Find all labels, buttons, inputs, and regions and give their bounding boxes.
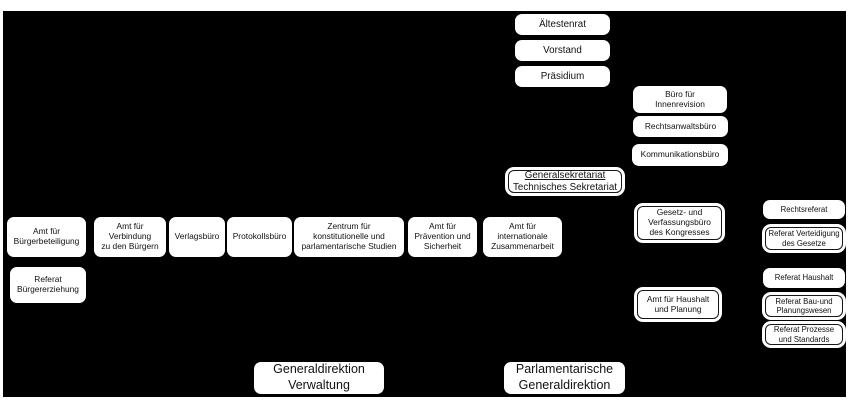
node-label-line: Referat Verteidigung (768, 229, 840, 239)
node-label-line: Kommunikationsbüro (640, 149, 720, 160)
node-label-line: Präsidium (540, 70, 585, 82)
node-label-line: Technisches Sekretariat (512, 181, 617, 193)
node-label-line: Vorstand (543, 44, 582, 56)
node-label-line: Planungswesen (776, 306, 832, 315)
node-label-line: Amt für Haushalt (646, 293, 710, 304)
node-label-line: Generaldirektion (273, 362, 365, 377)
node-verlagsbuero: Verlagsbüro (169, 217, 225, 257)
node-label-line: Zentrum für (327, 221, 371, 232)
node-label-line: Generalsekretariat (524, 170, 606, 181)
node-label-line: Innenrevision (655, 98, 705, 109)
node-vorstand: Vorstand (515, 40, 610, 61)
node-label-line: Gesetz- und (656, 207, 703, 218)
node-label-line: Verfassungsbüro (648, 217, 711, 228)
node-label-line: Referat Prozesse (773, 325, 835, 335)
node-label-line: Generaldirektion (518, 378, 611, 392)
node-rechtsreferat: Rechtsreferat (763, 200, 845, 219)
node-label-line: Rechtsanwaltsbüro (644, 120, 717, 131)
node-label-line: Amt für (116, 221, 144, 232)
node-kommunikationsbuero: Kommunikationsbüro (632, 144, 728, 166)
node-label-line: Referat Haushalt (774, 273, 834, 283)
node-label-line: Ältestenrat (539, 18, 586, 30)
node-label-line: Parlamentarische (515, 362, 614, 377)
node-label-line: Protokollsbüro (232, 231, 287, 242)
node-label-line: Verbindung (108, 231, 152, 242)
node-label-line: Amt für (429, 221, 456, 232)
node-label-line: Verwaltung (288, 378, 350, 392)
node-label-line: Referat (34, 274, 62, 285)
node-label-line: Zusammenarbeit (491, 240, 554, 251)
node-label-line: Amt für (33, 226, 60, 237)
node-label-line: und Planung (654, 303, 702, 314)
node-label-line: parlamentarische Studien (301, 240, 397, 251)
node-label-line: konstitutionelle und (313, 231, 385, 242)
node-label-line: und Standards (778, 334, 830, 344)
node-label-line: internationale (497, 231, 548, 242)
node-label-line: Sicherheit (423, 240, 462, 251)
node-label-line: Bürgererziehung (17, 284, 79, 294)
node-label-line: Verlagsbüro (174, 231, 220, 242)
node-label-line: Büro für (665, 88, 695, 99)
node-label-line: Amt für (509, 221, 536, 232)
node-label-line: Rechtsreferat (780, 204, 828, 214)
node-referat-haushalt: Referat Haushalt (763, 268, 845, 288)
node-aeltestenrat: Ältestenrat (515, 14, 610, 35)
node-label-line: zu den Bürgern (101, 240, 159, 251)
node-label-line: Prävention und (414, 231, 471, 242)
node-label-line: des Kongresses (649, 226, 710, 237)
node-label-line: des Gesetze (782, 238, 826, 248)
node-label-line: Bürgerbeteiligung (13, 236, 80, 246)
node-protokollsbuero: Protokollsbüro (227, 217, 292, 257)
node-praesidium: Präsidium (515, 66, 610, 87)
node-rechtsanwaltsbuero: Rechtsanwaltsbüro (633, 116, 728, 137)
node-label-line: Referat Bau-und (775, 296, 833, 306)
